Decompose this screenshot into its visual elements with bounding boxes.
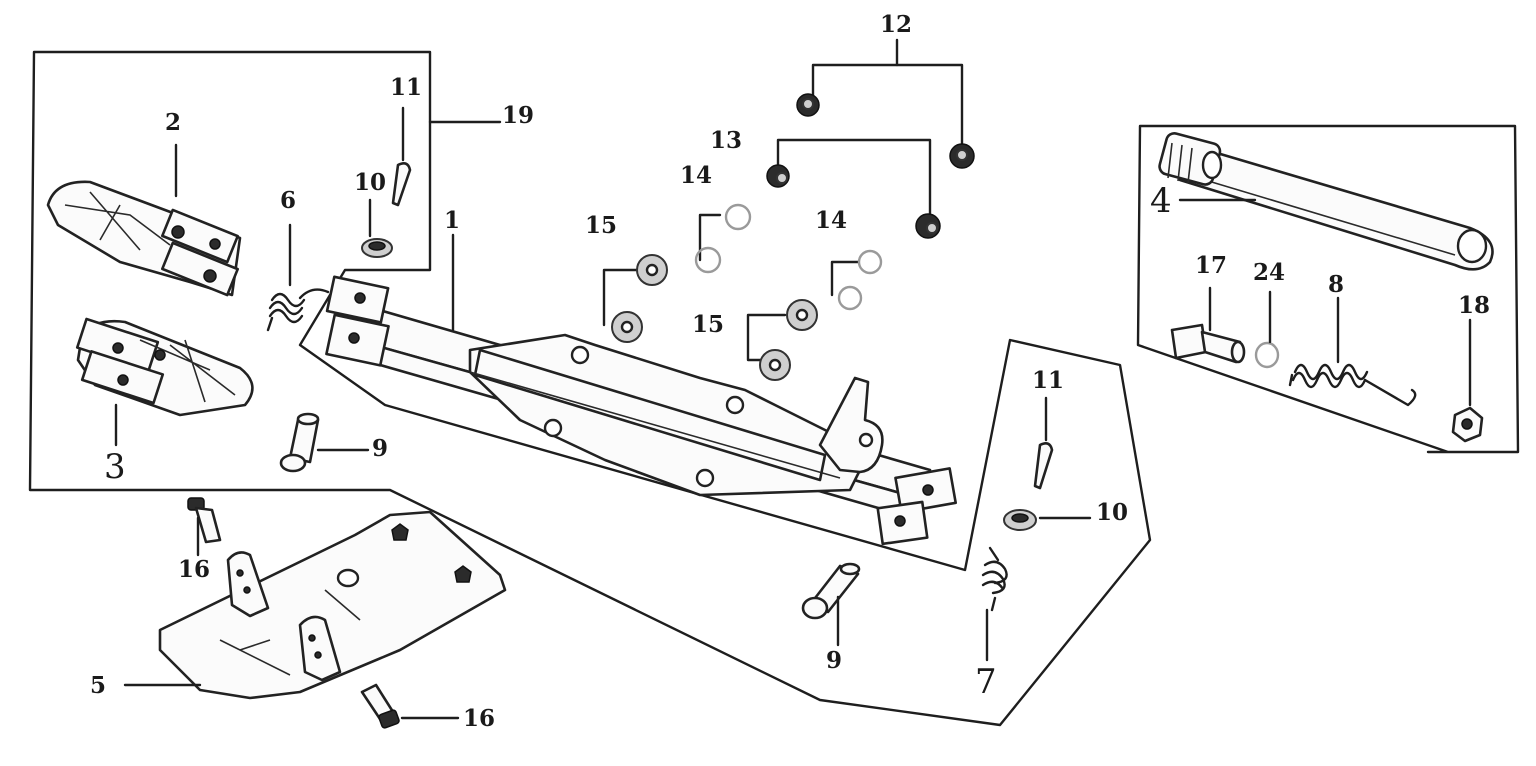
- label-11a: 11: [390, 74, 422, 101]
- washer-14b-1: [857, 249, 883, 275]
- cotter-pin-left: [391, 162, 412, 207]
- leader-14b: [830, 260, 860, 297]
- label-3: 3: [104, 447, 126, 487]
- label-14b: 14: [815, 207, 847, 234]
- ring-24: [1254, 341, 1280, 369]
- kickstand: [1158, 132, 1494, 271]
- nut-12a-hole: [802, 98, 814, 110]
- label-17: 17: [1195, 252, 1227, 279]
- washer-14a-2: [694, 246, 722, 274]
- spring-left: [266, 288, 330, 332]
- washer-14a-1: [724, 203, 752, 231]
- nut-18-hole: [1461, 418, 1473, 430]
- label-16a: 16: [178, 556, 210, 583]
- label-12: 12: [880, 11, 912, 38]
- group-outline-kickstand: [1136, 124, 1520, 454]
- washer-15a-2-hole: [620, 320, 634, 334]
- washer-15b-1-hole: [795, 308, 809, 322]
- label-1: 1: [444, 207, 460, 234]
- label-8: 8: [1328, 271, 1344, 298]
- bolt-16-upper: [187, 497, 222, 544]
- leader-14a: [698, 213, 722, 262]
- bolt-16-lower: [360, 683, 400, 729]
- bolt-17: [1170, 323, 1246, 364]
- label-10b: 10: [1096, 499, 1128, 526]
- label-5: 5: [90, 672, 106, 699]
- label-13: 13: [710, 127, 742, 154]
- label-4: 4: [1150, 181, 1172, 221]
- spring-8: [1288, 363, 1417, 407]
- leader-15b: [746, 313, 787, 362]
- nut-13b-hole: [926, 222, 938, 234]
- nut-12b-hole: [956, 149, 968, 161]
- label-19: 19: [502, 102, 534, 129]
- label-24: 24: [1253, 259, 1285, 286]
- nut-13a-hole: [776, 172, 788, 184]
- cotter-pin-right: [1033, 442, 1054, 490]
- pin-left: [279, 412, 320, 473]
- label-15a: 15: [585, 212, 617, 239]
- leader-15a: [602, 268, 640, 327]
- washer-15a-1-hole: [645, 263, 659, 277]
- washer-left-hole: [368, 241, 386, 251]
- label-11b: 11: [1032, 367, 1064, 394]
- leader-13: [776, 138, 932, 217]
- label-2: 2: [165, 109, 181, 136]
- washer-15b-2-hole: [768, 358, 782, 372]
- label-7: 7: [975, 662, 997, 702]
- washer-right-hole: [1011, 513, 1029, 523]
- foot-peg-upper: [46, 180, 242, 297]
- group-outline-19: [28, 50, 1152, 727]
- label-18: 18: [1458, 292, 1490, 319]
- frame-bracket: [325, 275, 958, 546]
- spring-right: [981, 546, 1008, 612]
- label-16b: 16: [463, 705, 495, 732]
- label-6: 6: [280, 187, 296, 214]
- washer-14b-2: [837, 285, 863, 311]
- pin-right: [801, 562, 861, 620]
- leader-12: [811, 63, 964, 147]
- skid-plate: [158, 510, 507, 700]
- label-15b: 15: [692, 311, 724, 338]
- label-14a: 14: [680, 162, 712, 189]
- label-9b: 9: [826, 647, 842, 674]
- label-9a: 9: [372, 435, 388, 462]
- foot-peg-lower: [75, 317, 254, 417]
- label-10a: 10: [354, 169, 386, 196]
